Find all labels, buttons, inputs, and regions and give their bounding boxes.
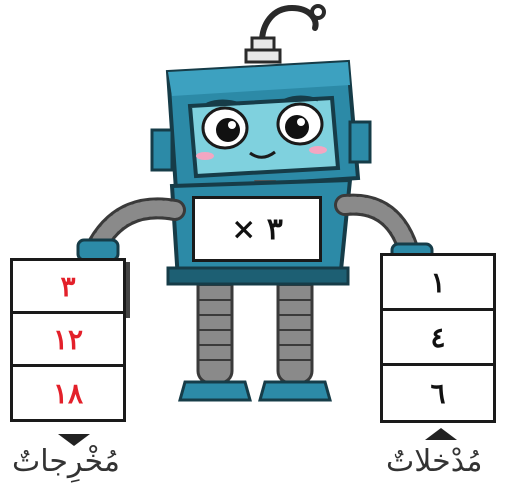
robot-head	[150, 59, 372, 193]
antenna-icon	[244, 4, 326, 64]
input-value: ٦	[430, 376, 446, 410]
input-cell: ١	[380, 253, 496, 311]
input-value: ١	[430, 265, 446, 299]
outputs-label: مُخْرِجاتٌ	[12, 444, 120, 479]
operation-box: × ٣	[192, 196, 322, 262]
output-cell: ١٨	[10, 364, 126, 422]
arrow-up-icon	[425, 428, 457, 440]
input-value: ٤	[430, 320, 446, 354]
output-cell: ٣	[10, 258, 126, 314]
robot-arms	[76, 193, 434, 266]
operation-text: × ٣	[231, 211, 283, 247]
input-cell: ٦	[380, 363, 496, 423]
output-value: ١٢	[52, 322, 84, 356]
inputs-label: مُدْخلاتٌ	[386, 444, 483, 479]
output-cell: ١٢	[10, 311, 126, 367]
output-value: ١٨	[52, 376, 84, 410]
input-cell: ٤	[380, 308, 496, 366]
arrow-down-icon	[58, 434, 90, 446]
robot-legs	[178, 266, 332, 402]
output-value: ٣	[60, 269, 76, 303]
